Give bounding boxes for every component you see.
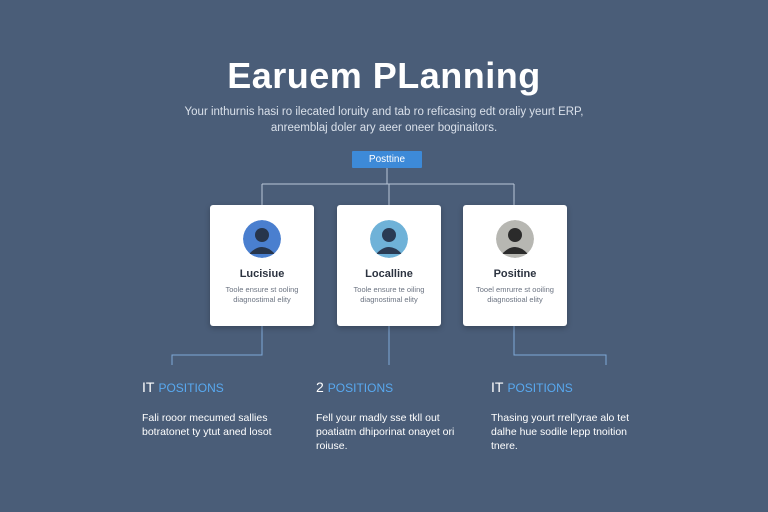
positions-label: POSITIONS xyxy=(327,381,394,395)
role-card-1: Lucisiue Toole ensure st ooling diagnost… xyxy=(210,205,314,326)
page-title: Earuem PLanning xyxy=(227,55,541,96)
card-title: Lucisiue xyxy=(239,268,285,280)
positions-count: IT xyxy=(142,379,155,395)
person-avatar-icon xyxy=(243,220,281,258)
card-3-bottom-connector xyxy=(513,326,607,365)
card-title: Positine xyxy=(493,268,537,280)
card-description: Toole ensure te oiling diagnostimal elit… xyxy=(353,285,425,304)
card-description: Tooel emrurre st ooiling diagnostioal el… xyxy=(476,285,554,304)
person-avatar-icon xyxy=(496,220,534,258)
positions-count: IT xyxy=(491,379,504,395)
card-1-bottom-connector xyxy=(171,326,263,365)
role-card-3: Positine Tooel emrurre st ooiling diagno… xyxy=(463,205,567,326)
positions-label: POSITIONS xyxy=(158,381,224,395)
root-node: Posttine xyxy=(352,151,422,168)
page-subtitle: Your inthurnis hasi ro ilecated loruity … xyxy=(184,106,584,134)
card-description: Toole ensure st ooling diagnostimal elit… xyxy=(225,285,299,304)
positions-text-2: Fell your madly sse tkll out poatiatm dh… xyxy=(316,412,455,452)
positions-text-1: Fali rooor mecumed sallies botratonet ty… xyxy=(142,412,272,438)
positions-text-3: Thasing yourt rrell'yrae alo tet dalhe h… xyxy=(491,412,629,452)
positions-count: 2 xyxy=(316,379,324,395)
positions-label: POSITIONS xyxy=(507,381,573,395)
card-title: Localline xyxy=(365,268,413,280)
role-card-2: Localline Toole ensure te oiling diagnos… xyxy=(337,205,441,326)
person-avatar-icon xyxy=(370,220,408,258)
